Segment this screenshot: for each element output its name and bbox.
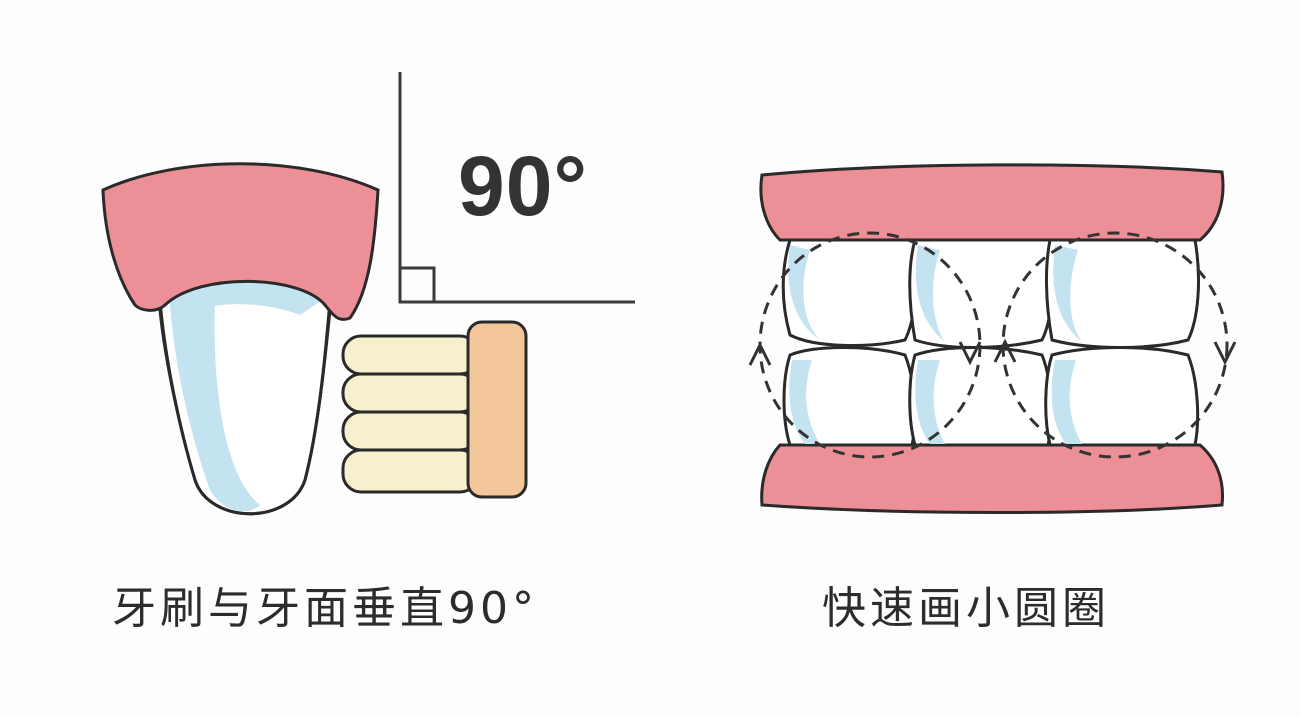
bristle-row <box>341 334 480 376</box>
bristle-row <box>341 448 480 494</box>
bristle-row <box>341 372 480 414</box>
gum <box>101 162 380 321</box>
upper-teeth <box>781 238 1201 349</box>
arrow-up-icon <box>993 338 1017 363</box>
arrow-down-icon <box>958 341 982 366</box>
angle-label: 90° <box>458 139 589 233</box>
lower-gum <box>760 443 1225 514</box>
teeth-rows <box>759 163 1225 514</box>
toothbrush-head <box>341 320 528 499</box>
arrow-down-icon <box>1213 341 1237 366</box>
bristle-row <box>341 410 480 452</box>
upper-gum <box>759 163 1225 242</box>
left-caption: 牙刷与牙面垂直90° <box>112 583 538 634</box>
tooth-with-gum <box>101 162 380 516</box>
lower-teeth <box>782 346 1200 447</box>
tooth-shade-top <box>168 281 322 318</box>
tooth-shade <box>170 305 260 512</box>
arrow-up-icon <box>748 341 772 366</box>
right-angle-marker <box>398 72 635 304</box>
right-caption: 快速画小圆圈 <box>822 583 1110 634</box>
circular-motion-paths <box>748 231 1237 459</box>
brush-head <box>466 320 528 499</box>
